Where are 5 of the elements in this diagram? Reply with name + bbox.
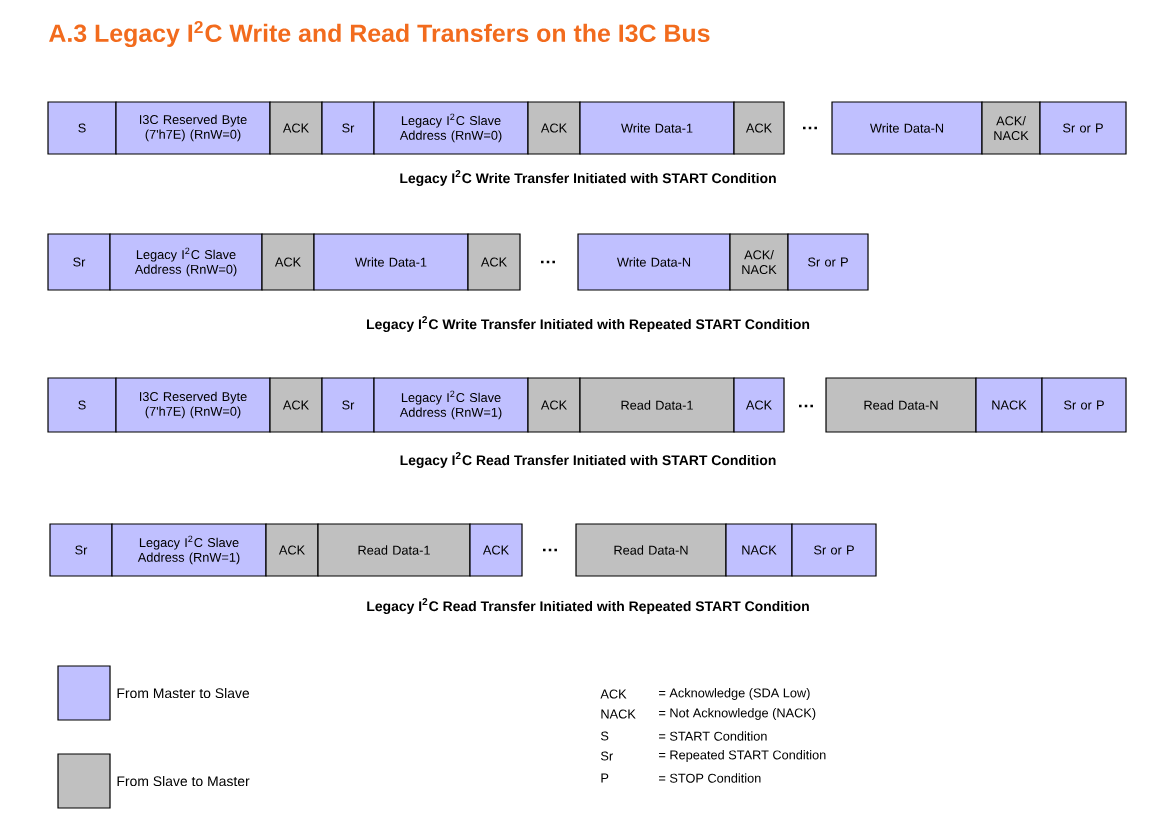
ellipsis: … bbox=[541, 260, 555, 264]
ellipsis: … bbox=[803, 126, 817, 130]
ellipsis: … bbox=[799, 404, 813, 408]
ellipsis: … bbox=[543, 548, 557, 552]
heading: A.3 Legacy I$^{2}$C Write and Read Transfers on the I3C Bus bbox=[49, 20, 710, 48]
